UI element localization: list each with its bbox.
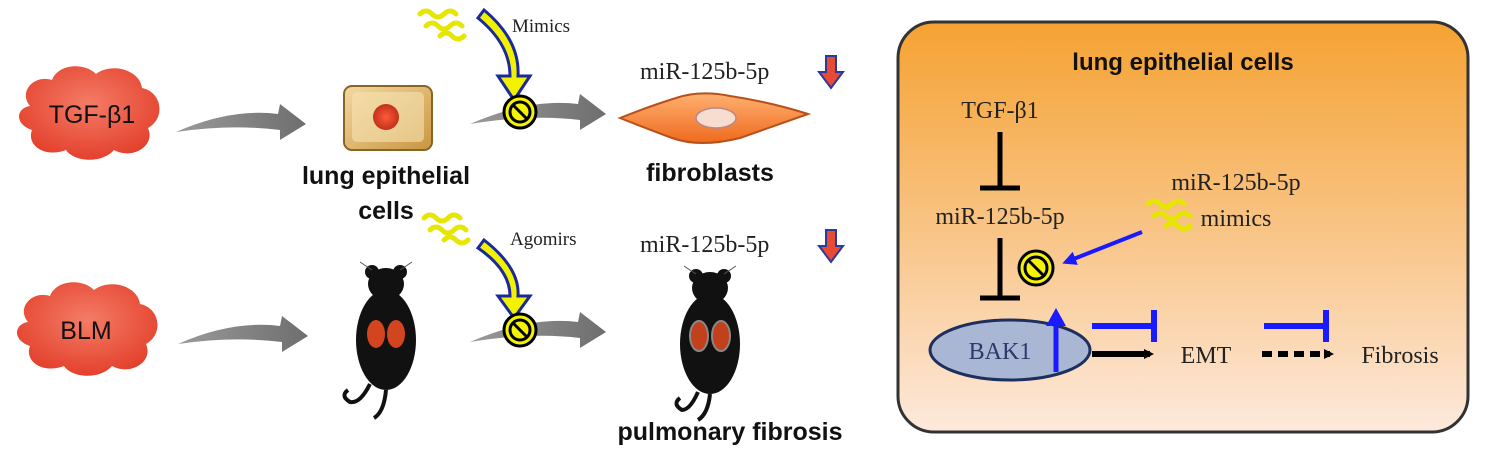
blm-cloud: BLM: [17, 282, 158, 376]
agomirs-arrow: [475, 237, 533, 321]
rp-bak1-label: BAK1: [969, 339, 1032, 365]
inhibit-line-mirna-bak1: [980, 238, 1020, 301]
bak1-node: [928, 318, 1092, 382]
cell-label-line1: lung epithelial: [302, 162, 470, 190]
pulmonary-fibrosis-label: pulmonary fibrosis: [617, 418, 842, 446]
arrow-cell-to-fibroblast: [470, 94, 606, 130]
prohibition-sign-icon: [502, 94, 538, 130]
inhibit-line-tgf-mirna: [980, 132, 1020, 191]
mirna-top-label: miR-125b-5p: [640, 59, 769, 85]
prohibition-sign-icon: [1017, 249, 1055, 287]
up-arrow-icon: [1046, 308, 1066, 372]
right-panel: lung epithelial cells TGF-β1 miR-125b-5p…: [896, 20, 1470, 434]
fibroblasts-label: fibroblasts: [646, 159, 774, 187]
arrow-tgf-to-cell: [176, 104, 306, 140]
down-arrow-icon: [817, 229, 845, 264]
rp-tgf-label: TGF-β1: [961, 98, 1039, 124]
blue-inhibit-fibrosis: [1264, 310, 1329, 342]
rp-mimics-line2: mimics: [1201, 206, 1272, 232]
mimics-squiggle-icon: [417, 8, 467, 42]
down-arrow-icon: [817, 55, 845, 90]
agomirs-label: Agomirs: [510, 229, 577, 250]
tgf-cloud: TGF-β1: [19, 66, 160, 160]
mimics-arrow: [475, 7, 533, 103]
rp-mimics-line1: miR-125b-5p: [1171, 170, 1300, 196]
arrow-blm-to-mouse: [178, 316, 308, 352]
mimics-squiggle-icon: [1145, 198, 1193, 232]
mimics-label: Mimics: [512, 16, 570, 37]
mouse-icon: [674, 265, 740, 422]
agomirs-squiggle-icon: [421, 212, 471, 246]
fibroblast-icon: [617, 92, 812, 144]
rp-mirna-label: miR-125b-5p: [935, 204, 1064, 230]
arrow-mouse-to-mouse: [470, 312, 606, 348]
tgf-label: TGF-β1: [49, 101, 136, 129]
blue-inhibit-emt: [1092, 310, 1157, 342]
epithelial-cell-icon: [343, 85, 433, 151]
mirna-bottom-label: miR-125b-5p: [640, 232, 769, 258]
rp-fibrosis-label: Fibrosis: [1361, 343, 1438, 369]
cell-label-line2: cells: [358, 197, 414, 225]
prohibition-sign-icon: [502, 312, 538, 348]
mimics-blue-arrow: [1062, 230, 1143, 265]
rp-emt-label: EMT: [1181, 343, 1232, 369]
blm-label: BLM: [60, 317, 111, 345]
panel-title: lung epithelial cells: [1072, 49, 1293, 76]
mouse-icon: [342, 261, 416, 420]
